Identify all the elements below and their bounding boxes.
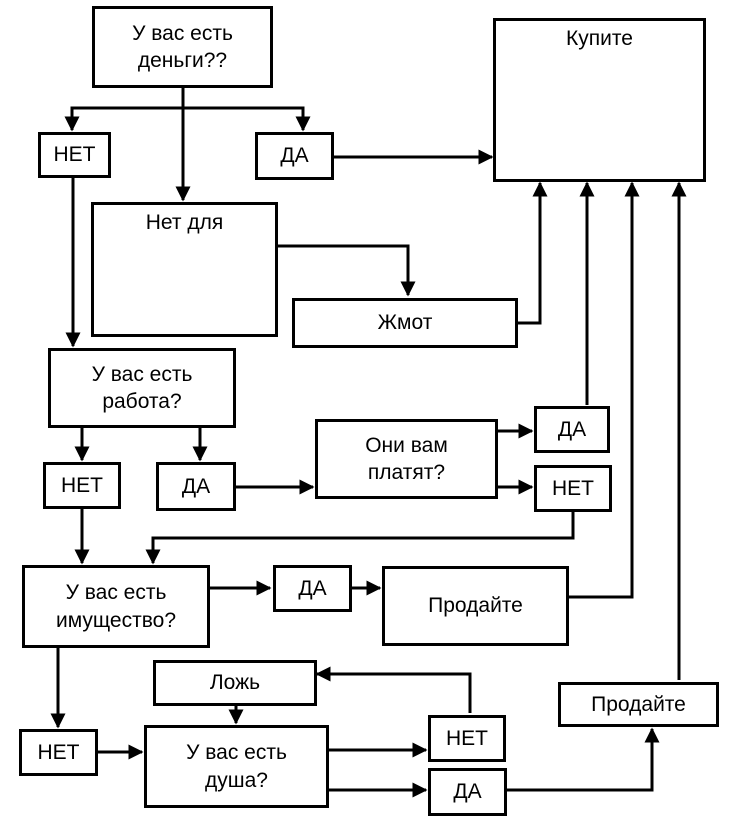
arrow-yes5-to-sell: [507, 727, 660, 792]
node-label: НЕТ: [37, 740, 80, 764]
arrow-money-to-yes: [183, 106, 311, 132]
node-label: НЕТ: [53, 143, 96, 167]
node-label: ДА: [298, 576, 327, 600]
node-label: ДА: [181, 474, 211, 498]
arrow-miser-to-buy: [518, 181, 548, 325]
arrow-notfor-to-miser: [278, 244, 416, 297]
sell-box-1: Продайте: [382, 566, 569, 646]
node-label: Нет для: [145, 211, 224, 234]
miser-box: Жмот: [292, 298, 518, 348]
yes-box-4: ДА: [273, 565, 352, 612]
arrow-money-to-no: [64, 88, 185, 132]
sell-box-2: Продайте: [558, 682, 719, 727]
node-label: ДА: [453, 780, 482, 804]
node-label: НЕТ: [446, 726, 488, 750]
arrow-sell-to-buy: [569, 181, 640, 599]
node-label: ДА: [280, 144, 309, 168]
yes-box-5: ДА: [428, 768, 507, 816]
yes-box-3: ДА: [534, 406, 610, 453]
not-for-box: Нет для: [91, 202, 278, 337]
arrow-no5-to-lie: [315, 666, 472, 713]
arrow-no3-to-property: [145, 512, 575, 565]
node-label: НЕТ: [552, 476, 594, 500]
no-box-2: НЕТ: [43, 462, 121, 509]
yes-box-1: ДА: [255, 132, 334, 180]
no-box-3: НЕТ: [534, 465, 612, 512]
no-box-4: НЕТ: [19, 729, 98, 776]
node-label: ДА: [557, 417, 587, 441]
node-label: Продайте: [428, 594, 523, 618]
yes-box-2: ДА: [156, 462, 236, 511]
node-label: Купите: [566, 27, 633, 50]
node-label: Ложь: [209, 671, 261, 695]
no-box-1: НЕТ: [38, 132, 111, 178]
buy-box: Купите: [493, 18, 706, 182]
node-label: НЕТ: [61, 473, 103, 497]
lie-box: Ложь: [153, 660, 317, 706]
no-box-5: НЕТ: [428, 715, 506, 762]
node-label: Жмот: [377, 311, 433, 335]
node-label: Продайте: [591, 692, 686, 716]
